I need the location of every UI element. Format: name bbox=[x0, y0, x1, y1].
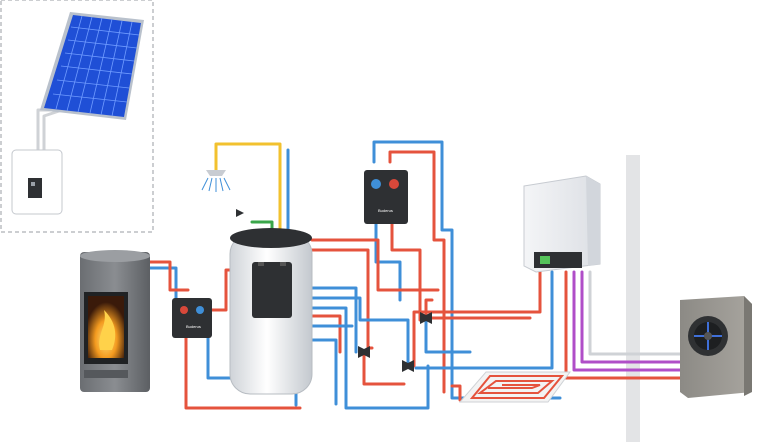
valve-icon bbox=[358, 312, 432, 372]
solar-panel-icon bbox=[40, 12, 144, 120]
floor-heating-icon bbox=[458, 371, 571, 403]
svg-text:Buderus: Buderus bbox=[378, 208, 393, 213]
heat-pump-icon bbox=[680, 296, 752, 398]
pv-region bbox=[0, 0, 154, 233]
shower-icon bbox=[201, 170, 231, 192]
house-wall bbox=[626, 155, 640, 442]
stove-circuit bbox=[148, 260, 302, 410]
hot-water-line bbox=[214, 142, 290, 242]
inverter-icon bbox=[11, 149, 63, 215]
fireplace-icon bbox=[80, 250, 150, 392]
inlet-arrow-icon bbox=[236, 209, 244, 217]
svg-text:Buderus: Buderus bbox=[186, 324, 201, 329]
pv-cable bbox=[36, 108, 64, 152]
solar-pump-station: Buderus bbox=[364, 170, 408, 224]
solar-station-circuit bbox=[372, 140, 562, 400]
storage-tank-icon bbox=[229, 228, 313, 395]
boiler-icon bbox=[523, 175, 601, 273]
stove-pump-station: Buderus bbox=[172, 298, 212, 338]
